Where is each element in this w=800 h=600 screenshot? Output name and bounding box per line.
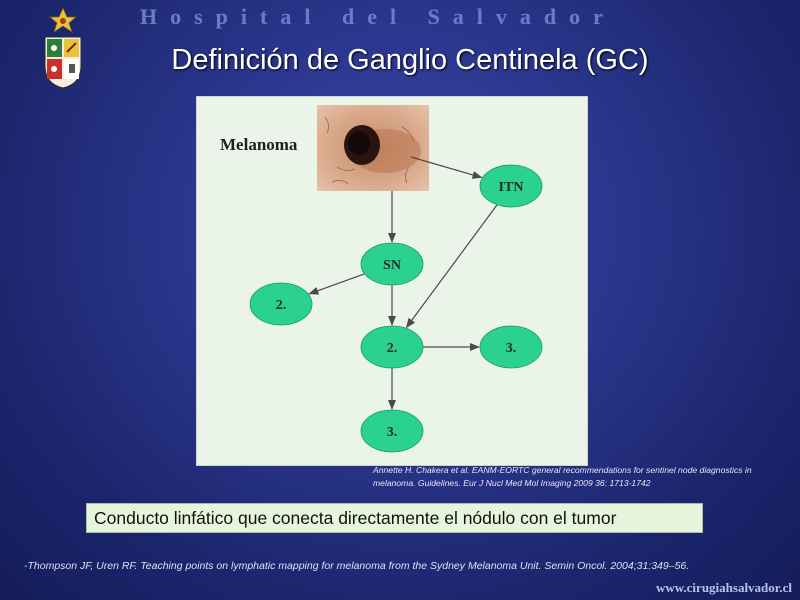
node-shape-sn xyxy=(360,242,424,286)
page-title: Definición de Ganglio Centinela (GC) xyxy=(171,44,649,76)
reference-chakera: Annette H. Chakera et al. EANM-EORTC gen… xyxy=(373,465,752,488)
shield-icon xyxy=(44,36,82,89)
flow-diagram-svg: ITN SN 2. 2. 3. 3. xyxy=(249,105,543,453)
node-shape-second-left xyxy=(249,282,313,326)
node-sn: SN xyxy=(360,242,424,286)
melanoma-label: Melanoma xyxy=(220,135,298,154)
node-label-sn: SN xyxy=(383,258,401,273)
caption-box: Conducto linfático que conecta directame… xyxy=(86,503,703,533)
node-shape-itn xyxy=(479,164,543,208)
node-third-right: 3. xyxy=(479,325,543,369)
edge-itn-to-second-center xyxy=(405,204,498,329)
node-second-left: 2. xyxy=(249,282,313,326)
reference-thompson: -Thompson JF, Uren RF. Teaching points o… xyxy=(24,560,690,572)
node-second-center: 2. xyxy=(360,325,424,369)
institution-name: Hospital del Salvador xyxy=(140,4,616,29)
node-label-second-center: 2. xyxy=(387,341,398,356)
star-emblem-icon xyxy=(49,7,77,33)
node-label-third-right: 3. xyxy=(506,341,517,356)
edge-melanoma-to-itn xyxy=(410,156,483,179)
hospital-logo xyxy=(44,7,82,89)
node-shape-second-center xyxy=(360,325,424,369)
node-label-second-left: 2. xyxy=(276,298,287,313)
edge-sn-to-second-left xyxy=(308,273,365,295)
node-shape-third-right xyxy=(479,325,543,369)
sentinel-node-diagram: ITN SN 2. 2. 3. 3. Melanoma xyxy=(196,96,588,466)
website-link[interactable]: www.cirugiahsalvador.cl xyxy=(655,580,792,595)
node-label-itn: ITN xyxy=(499,180,524,195)
node-third-bottom: 3. xyxy=(360,409,424,453)
node-shape-third-bottom xyxy=(360,409,424,453)
melanoma-image xyxy=(317,105,429,191)
node-label-third-bottom: 3. xyxy=(387,425,398,440)
node-itn: ITN xyxy=(479,164,543,208)
